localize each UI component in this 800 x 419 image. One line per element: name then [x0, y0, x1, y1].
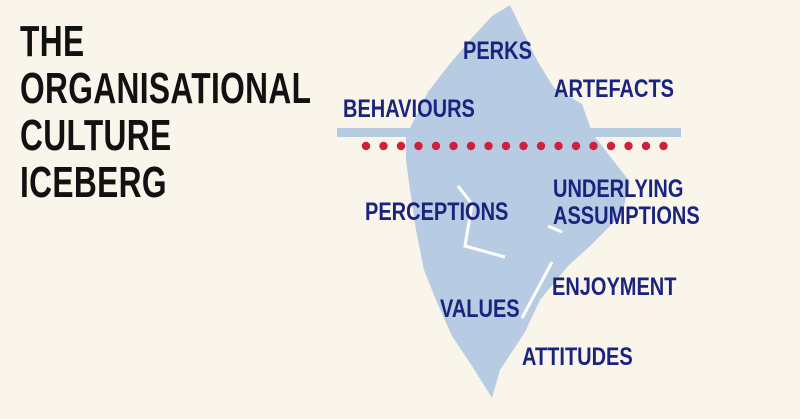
divider-dot	[624, 141, 633, 151]
divider-dot	[449, 141, 458, 151]
divider-dot	[466, 141, 476, 151]
label-enjoyment: ENJOYMENT	[552, 273, 677, 301]
crack-line	[456, 185, 506, 259]
divider-dot	[501, 141, 511, 151]
iceberg-submerged	[406, 137, 630, 398]
dotted-divider	[361, 141, 668, 151]
label-attitudes: ATTITUDES	[522, 343, 633, 371]
label-perceptions: PERCEPTIONS	[365, 198, 509, 226]
divider-dot	[554, 141, 563, 151]
divider-dot	[414, 141, 423, 151]
divider-dot	[571, 141, 581, 151]
crack-line	[520, 261, 554, 319]
title-line: ORGANISATIONAL	[20, 64, 312, 113]
iceberg-tip	[408, 5, 592, 132]
divider-dot	[484, 141, 493, 151]
divider-dot	[606, 141, 616, 151]
divider-dot	[641, 141, 651, 151]
label-behaviours: BEHAVIOURS	[343, 95, 475, 123]
label-values: VALUES	[440, 295, 520, 323]
label-underlying: UNDERLYING	[553, 175, 684, 203]
title-line: THE	[20, 17, 85, 66]
divider-dot	[431, 141, 441, 151]
divider-dot	[379, 141, 388, 151]
divider-dot	[519, 141, 528, 151]
title-line: CULTURE	[20, 111, 172, 160]
divider-dot	[536, 141, 546, 151]
divider-dot	[659, 141, 668, 151]
page-title: THE ORGANISATIONAL CULTURE ICEBERG	[20, 18, 311, 206]
title-line: ICEBERG	[20, 158, 167, 207]
crack-line	[547, 224, 563, 234]
label-artefacts: ARTEFACTS	[554, 75, 674, 103]
divider-dot	[589, 141, 598, 151]
label-assumptions: ASSUMPTIONS	[553, 202, 700, 230]
label-perks: PERKS	[463, 37, 532, 65]
divider-dot	[396, 141, 406, 151]
waterline	[337, 128, 681, 137]
divider-dot	[361, 141, 371, 151]
